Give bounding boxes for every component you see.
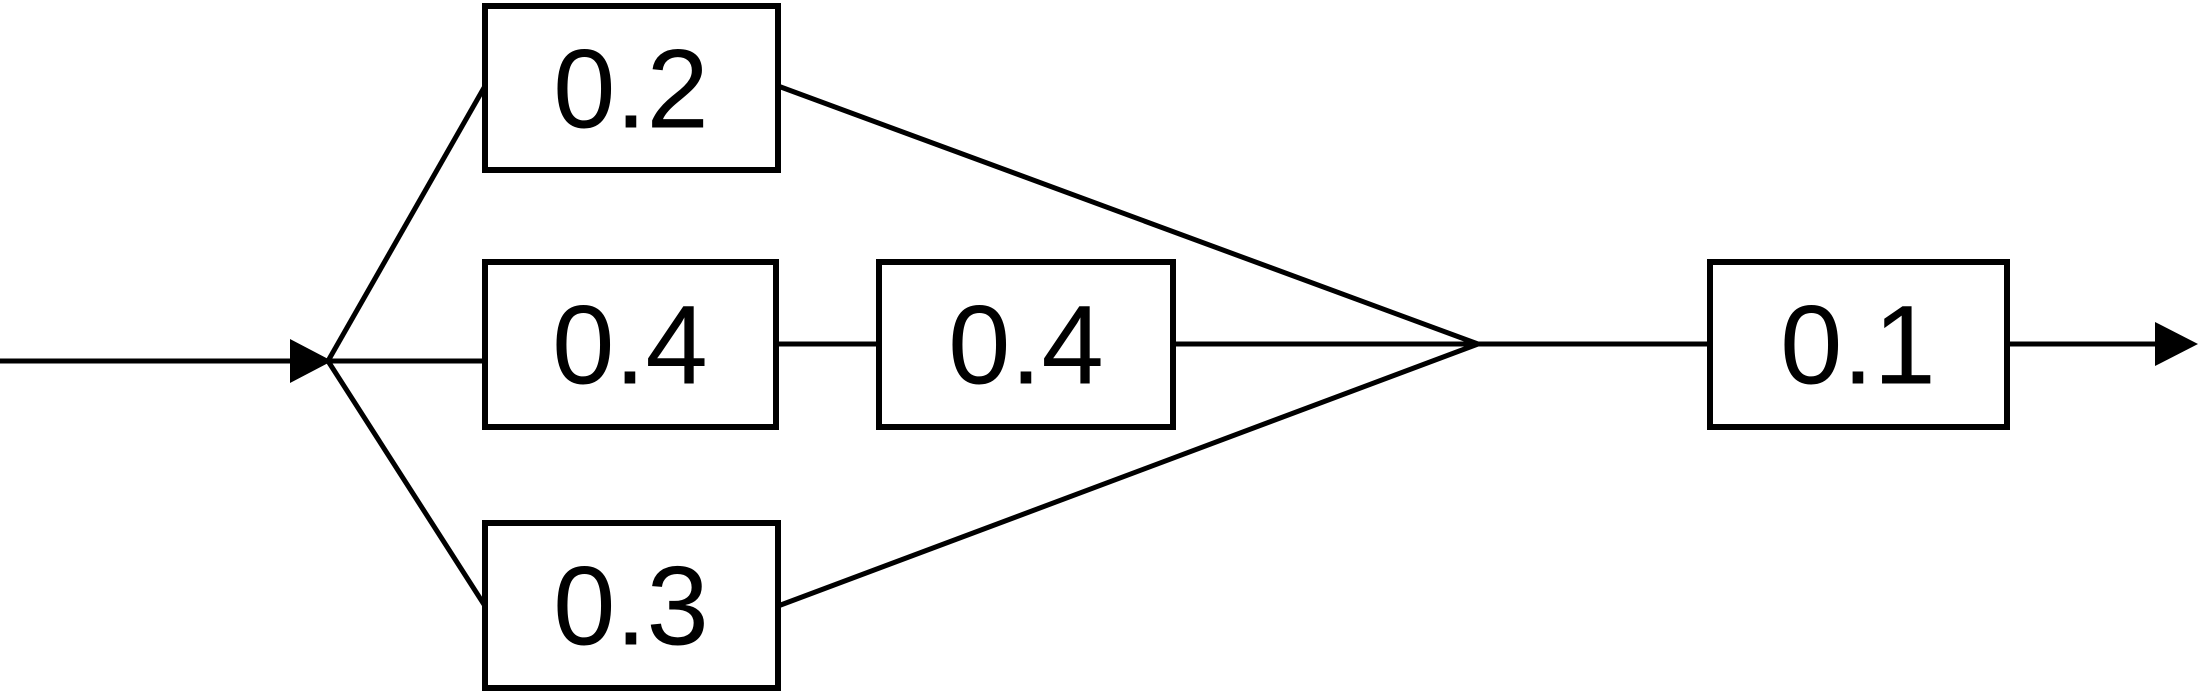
box-middle-left-frame <box>482 259 779 430</box>
input-arrowhead <box>290 339 332 383</box>
branch-line-bottom <box>325 359 488 608</box>
box-middle-right-frame <box>876 259 1176 430</box>
box-top-frame <box>482 3 781 173</box>
box-middle-left: 0.4 <box>482 259 779 430</box>
box-output-label: 0.1 <box>1780 283 1936 408</box>
box-bottom-frame <box>482 520 781 691</box>
box-bottom: 0.3 <box>482 520 781 691</box>
box-output: 0.1 <box>1707 259 2010 430</box>
box-middle-right: 0.4 <box>876 259 1176 430</box>
merge-line-top <box>777 83 1479 347</box>
merge-line-bottom <box>777 341 1479 609</box>
box-top: 0.2 <box>482 3 781 173</box>
branch-line-top <box>325 84 488 363</box>
box-output-frame <box>1707 259 2010 430</box>
box-bottom-label: 0.3 <box>553 544 709 669</box>
box-middle-left-label: 0.4 <box>552 283 708 408</box>
box-top-label: 0.2 <box>553 27 709 152</box>
output-arrowhead <box>2155 322 2198 366</box>
box-middle-right-label: 0.4 <box>948 283 1104 408</box>
